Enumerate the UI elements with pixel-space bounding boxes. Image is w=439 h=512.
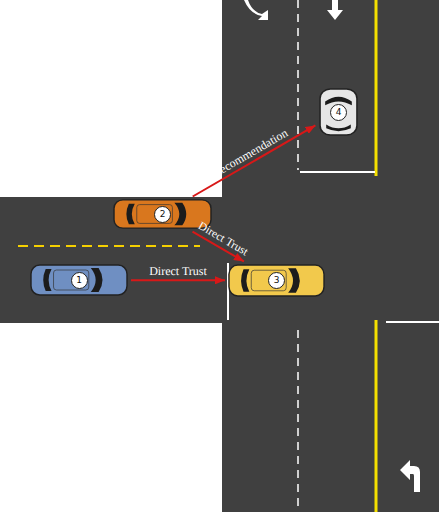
center-line bbox=[375, 320, 378, 512]
callout-number: 3 bbox=[268, 272, 285, 289]
trust-arrow bbox=[131, 279, 225, 281]
car-node: 1 bbox=[30, 263, 128, 297]
lane-arrow bbox=[327, 0, 343, 20]
car-node: 4 bbox=[318, 88, 359, 136]
callout-number: 2 bbox=[154, 206, 171, 223]
trust-arrow bbox=[193, 125, 316, 196]
callout-number: 4 bbox=[330, 104, 347, 121]
stop-line bbox=[386, 321, 439, 323]
lane-arrow bbox=[400, 460, 420, 492]
edge-label: Direct Trust bbox=[149, 265, 207, 277]
car-node: 2 bbox=[113, 198, 212, 230]
lane-line bbox=[297, 330, 299, 512]
callout-number: 1 bbox=[71, 272, 88, 289]
vertical-road bbox=[222, 0, 439, 512]
center-dashed-line bbox=[18, 245, 200, 247]
lane-arrow bbox=[244, 0, 268, 20]
car-node: 3 bbox=[228, 263, 325, 298]
center-line bbox=[375, 0, 378, 176]
horizontal-road bbox=[0, 197, 230, 323]
stop-line bbox=[300, 171, 375, 173]
lane-line bbox=[297, 0, 299, 170]
